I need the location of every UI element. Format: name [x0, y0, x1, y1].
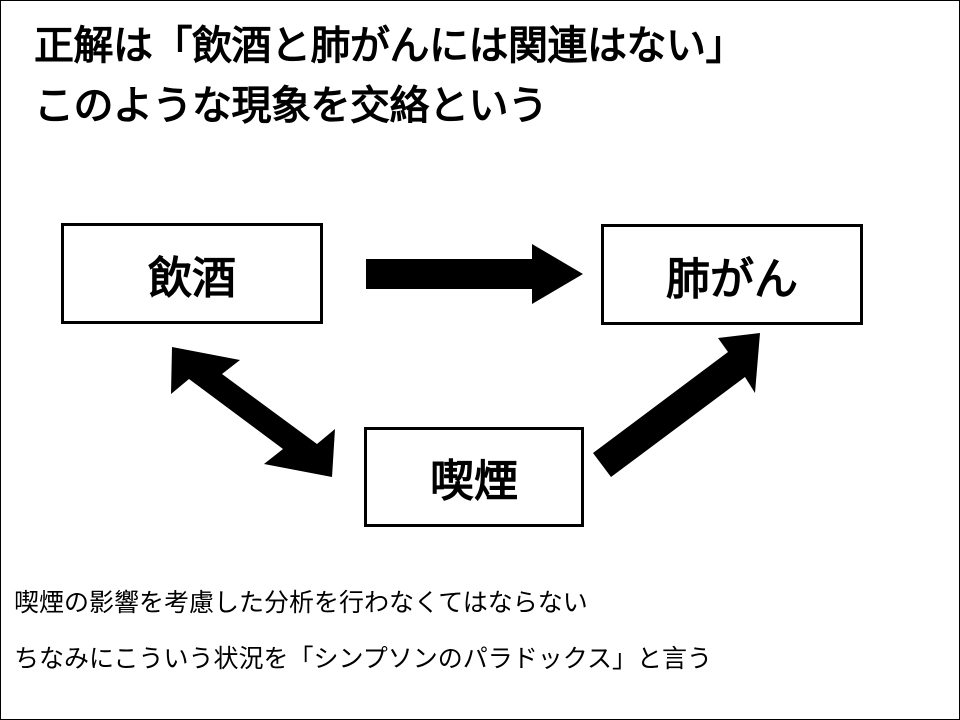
node-lung-cancer-label: 肺がん [666, 253, 798, 305]
note-line-2: ちなみにこういう状況を「シンプソンのパラドックス」と言う [14, 644, 713, 673]
node-smoking-label: 喫煙 [430, 456, 518, 507]
note-line-1: 喫煙の影響を考慮した分析を行わなくてはならない [14, 588, 588, 617]
slide-title-line-1: 正解は「飲酒と肺がんには関連はない」 [34, 23, 746, 69]
node-smoking: 喫煙 [364, 427, 584, 527]
slide-title-line-2: このような現象を交絡という [34, 83, 548, 129]
node-drinking: 飲酒 [61, 223, 323, 324]
node-drinking-label: 飲酒 [148, 252, 236, 304]
arrow-smoking-drinking-bidirectional [171, 347, 335, 477]
node-lung-cancer: 肺がん [601, 224, 863, 325]
arrow-smoking-to-lung-cancer [593, 333, 760, 477]
arrow-drinking-to-lung-cancer [366, 244, 583, 304]
